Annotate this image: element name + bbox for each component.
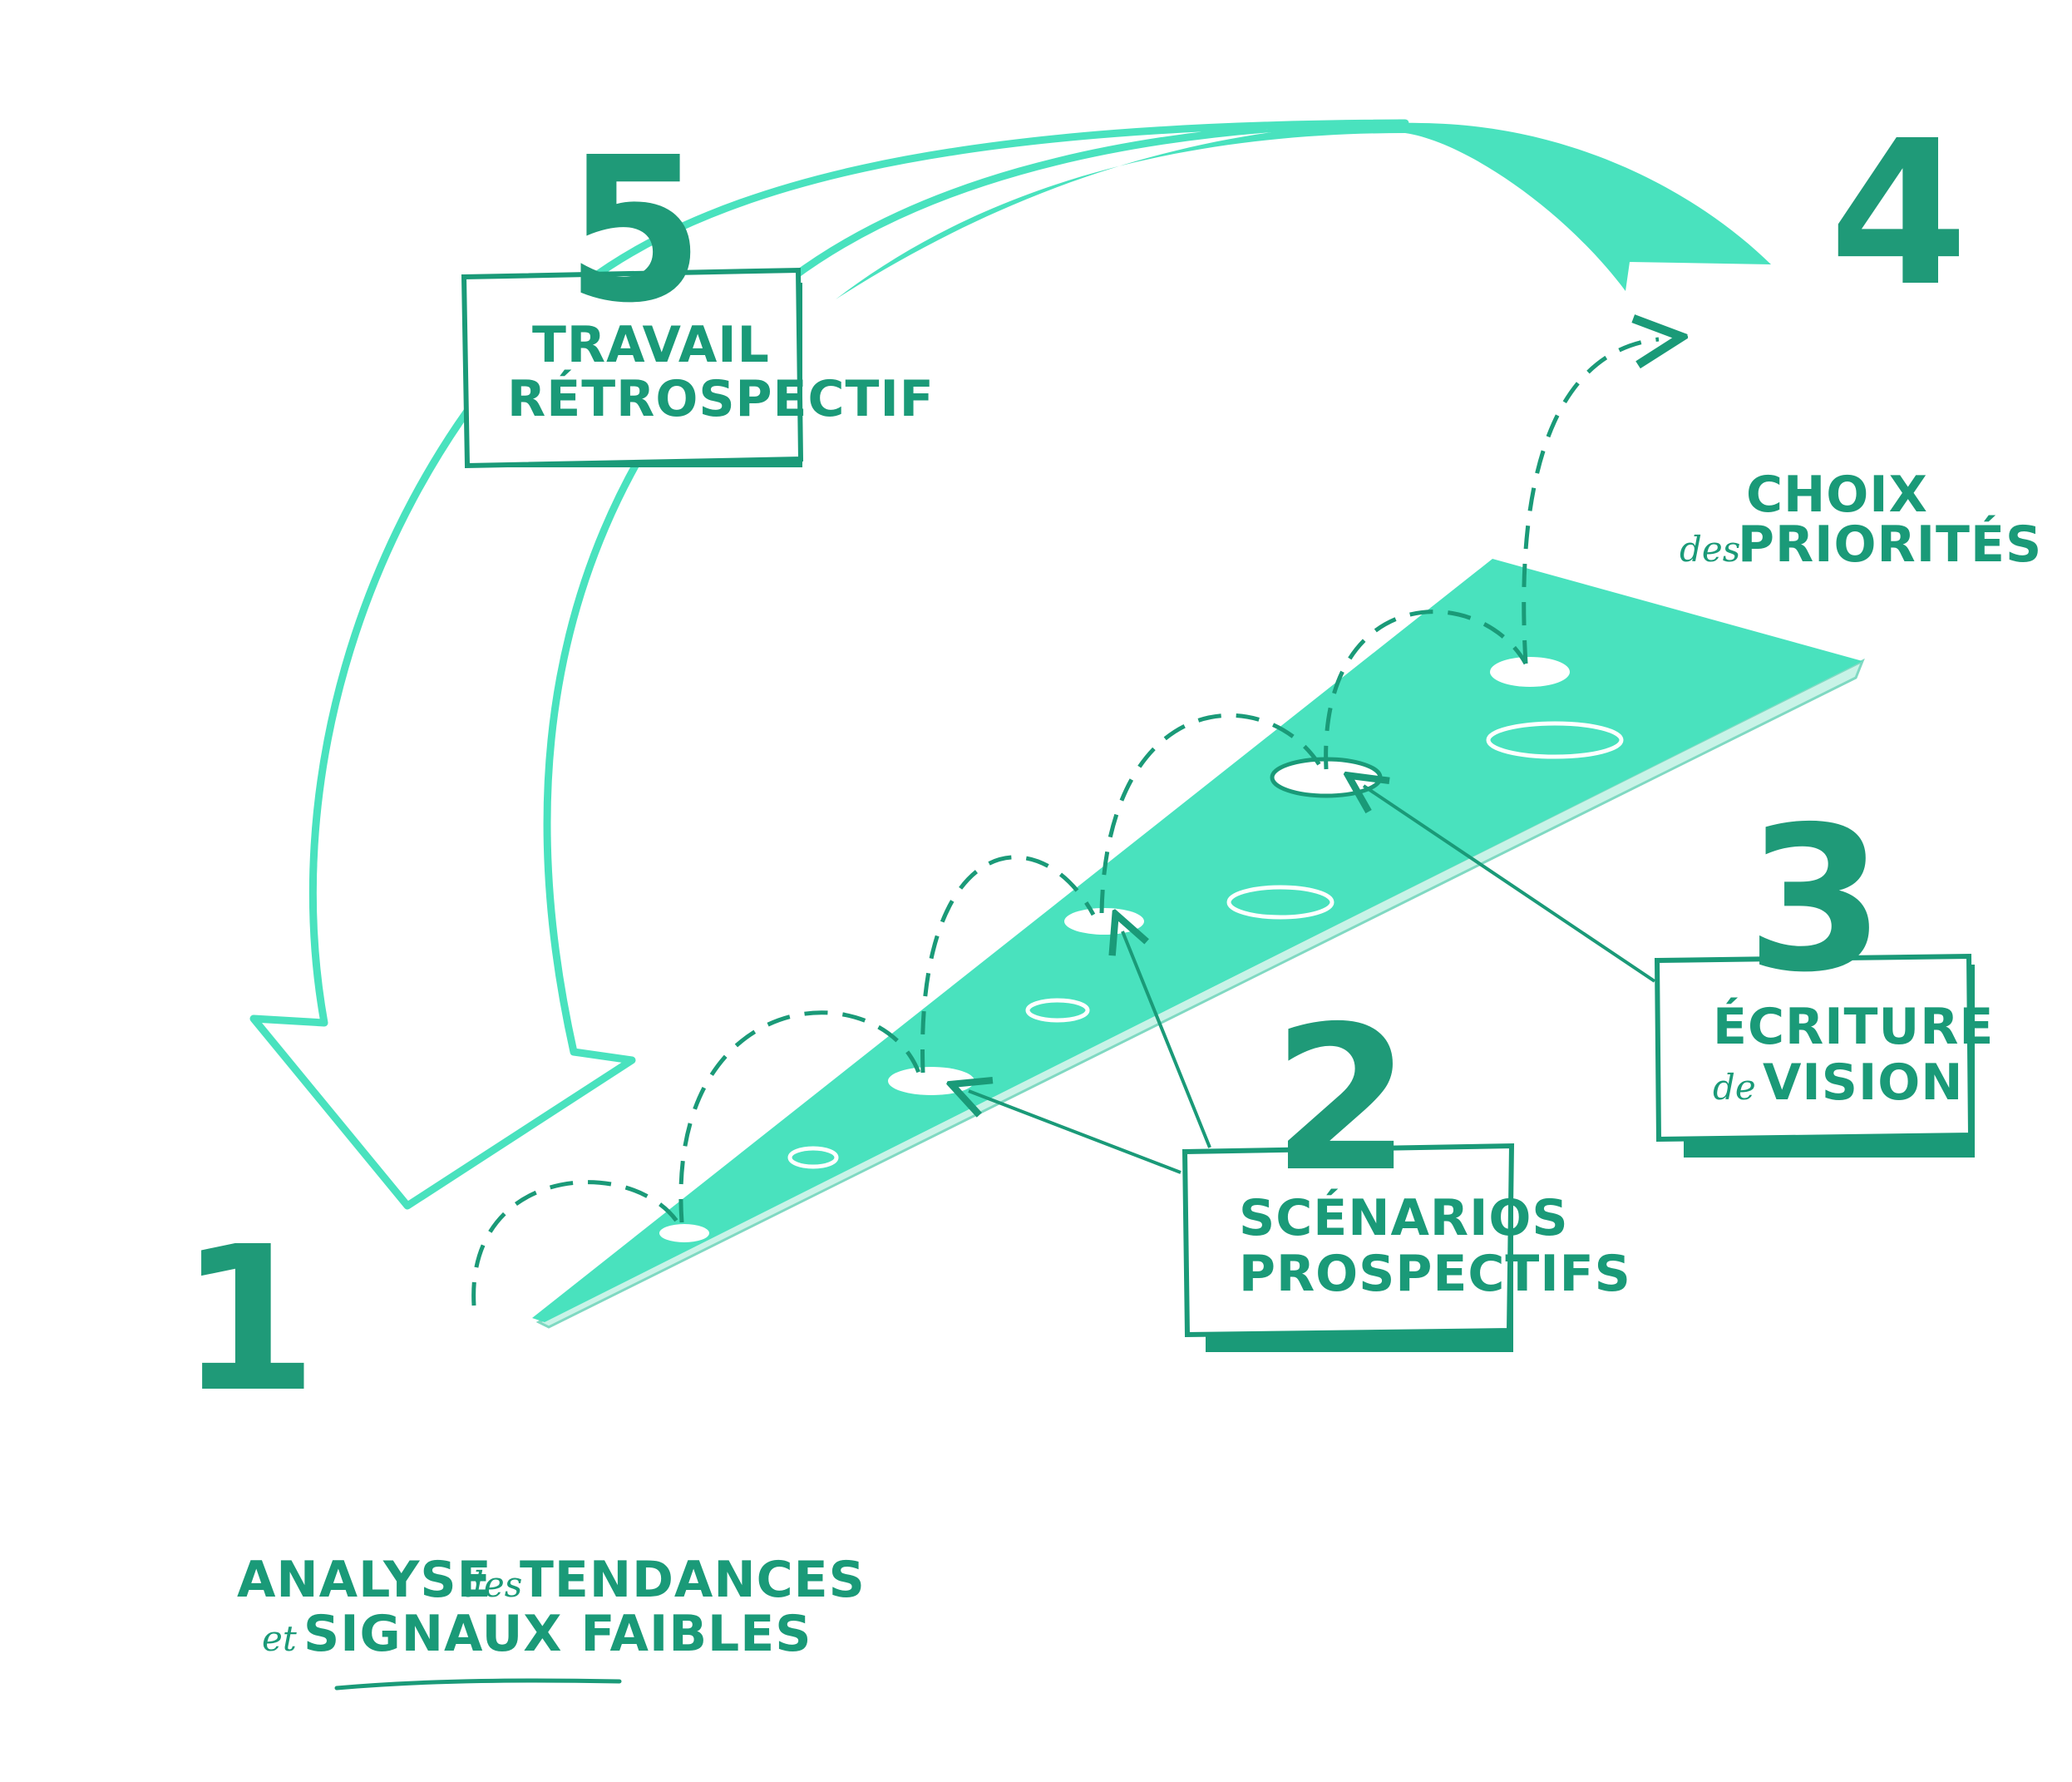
step-2-number: 2 [1272,983,1411,1216]
retrospective-return-arrow [249,119,1409,1210]
step-1-number: 1 [179,1203,318,1436]
timeline-platform [532,559,1862,1322]
milestone-hole [1490,657,1570,687]
step-1-underline [334,1678,622,1691]
step-1-line2: SIGNAUX FAIBLES [303,1605,812,1663]
forward-arc-ribbon [836,122,1771,299]
dashed-hops [471,339,1659,1306]
step-1-connector1: des [461,1564,522,1605]
step-3-box: 3 ÉCRITURE de VISION [1654,783,1994,1158]
milestone-hole [787,1146,839,1169]
step-2-line1: SCÉNARIOS [1239,1187,1569,1247]
step-2-line2: PROSPECTIFS [1239,1245,1631,1303]
step-5-line1: TRAVAIL [532,316,770,374]
milestone-hole [1064,908,1144,935]
milestone-hole [1025,998,1090,1023]
step-4-line1: CHOIX [1746,466,1928,524]
pointer-lines [969,786,1656,1174]
step-2-box: 2 SCÉNARIOS PROSPECTIFS [1182,983,1631,1352]
step-5-box: 5 TRAVAIL RÉTROSPECTIF [461,114,935,469]
step-4-connector: des [1680,529,1740,570]
step-1-line1b: TENDANCES [520,1551,866,1609]
step-1-connector2: et [262,1618,297,1659]
step-4-line2: PRIORITÉS [1738,514,2042,574]
step-5-number: 5 [565,114,704,347]
milestone-hole [888,1067,974,1095]
step-3-line2: VISION [1763,1054,1964,1112]
step-3-number: 3 [1746,783,1885,1016]
step-4-number: 4 [1829,97,1968,330]
step-3-connector: de [1713,1067,1756,1108]
milestone-hole [659,1224,709,1242]
step-5-line2: RÉTROSPECTIF [507,368,935,428]
milestone-hole [1486,721,1624,759]
step-1-line1: ANALYSE [237,1551,492,1609]
milestone-hole [1226,885,1334,920]
step-3-line1: ÉCRITURE [1713,996,1994,1056]
